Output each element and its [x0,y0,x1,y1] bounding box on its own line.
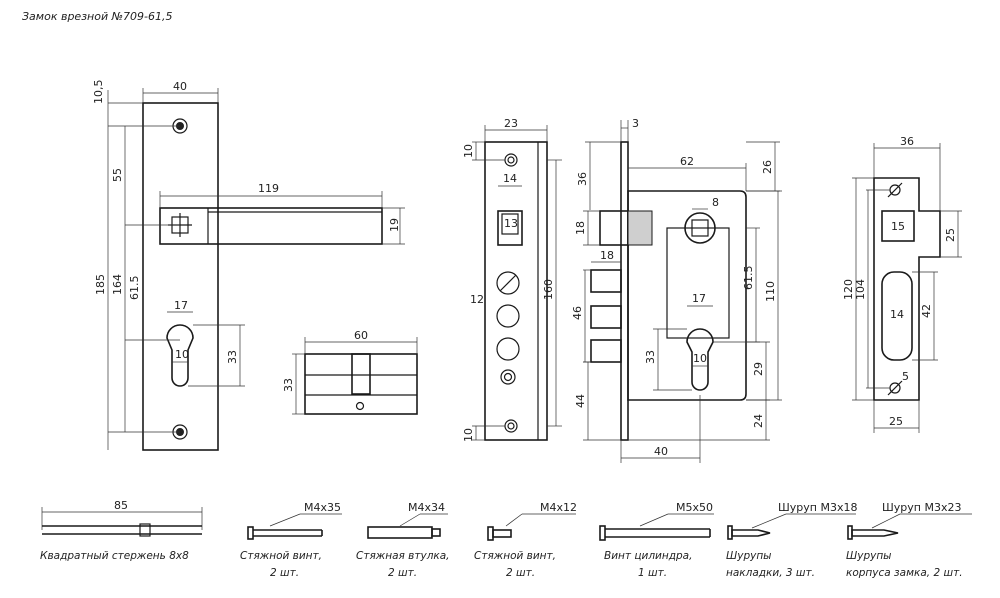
dim-faceplate-10-top: 10 [462,144,475,158]
dim-handle-185: 185 [94,274,107,295]
dim-strike-25-side: 25 [944,228,957,242]
dim-handle-40: 40 [173,80,187,93]
dim-faceplate-10-bottom: 10 [462,428,475,442]
dim-handle-10: 10 [175,348,189,361]
dim-strike-120: 120 [842,279,855,300]
part-spec-tie-screw-long: M4x35 [304,501,341,514]
dim-strike-14: 14 [890,308,904,321]
part-tie-screw-short: M4x12 Стяжной винт, 2 шт. [474,501,577,579]
dim-strike-42: 42 [920,304,933,318]
part-label-cylinder-screw-1: Винт цилиндра, [604,550,692,562]
part-spec-cylinder-screw: M5x50 [676,501,713,514]
dim-body-8: 8 [712,196,719,209]
dim-body-33: 33 [644,350,657,364]
part-label-tie-screw-long-1: Стяжной винт, [240,550,322,562]
part-spec-wood-screw-long: Шуруп M3x23 [882,501,961,514]
dim-handle-19: 19 [388,218,401,232]
dim-handle-119: 119 [258,182,279,195]
part-wood-screw-long: Шуруп M3x23 Шурупы корпуса замка, 2 шт. [846,501,972,579]
dim-faceplate-14: 14 [503,172,517,185]
dim-faceplate-12: 12 [470,293,484,306]
part-label-tie-screw-short-1: Стяжной винт, [474,550,556,562]
part-label-cylinder-screw-2: 1 шт. [638,567,667,579]
dim-body-18-latch: 18 [574,221,587,235]
part-tie-bushing: M4x34 Стяжная втулка, 2 шт. [356,501,450,579]
part-square-rod: 85 Квадратный стержень 8x8 [40,499,203,562]
part-spec-tie-bushing: M4x34 [408,501,445,514]
dim-strike-25-bottom: 25 [889,415,903,428]
dim-body-40: 40 [654,445,668,458]
faceplate-view: 23 10 14 13 12 160 10 [462,117,562,442]
handle-plate-view: 40 10,5 185 164 55 61.5 61.5 119 19 17 1… [92,80,405,451]
part-tie-screw-long: M4x35 Стяжной винт, 2 шт. [240,501,342,579]
dim-body-36: 36 [576,172,589,186]
dim-body-110: 110 [764,281,777,302]
part-label-rod: Квадратный стержень 8x8 [40,550,189,562]
part-label-tie-bushing-1: Стяжная втулка, [356,550,450,562]
dim-body-24: 24 [752,414,765,428]
dim-handle-61-5-label: 61.5 [128,276,141,301]
part-spec-rod: 85 [114,499,128,512]
dim-faceplate-160: 160 [542,279,555,300]
dim-body-29: 29 [752,362,765,376]
dim-body-17: 17 [692,292,706,305]
dim-body-18-bolt: 18 [600,249,614,262]
dim-cylinder-33: 33 [282,378,295,392]
dim-faceplate-23: 23 [504,117,518,130]
dim-handle-33: 33 [226,350,239,364]
part-spec-tie-screw-short: M4x12 [540,501,577,514]
dim-body-46: 46 [571,306,584,320]
dim-strike-15: 15 [891,220,905,233]
dim-body-26: 26 [761,160,774,174]
dim-handle-55: 55 [111,168,124,182]
part-label-wood-screw-short-2: накладки, 3 шт. [726,567,815,579]
dim-body-62: 62 [680,155,694,168]
part-spec-wood-screw-short: Шуруп M3x18 [778,501,857,514]
dim-body-61-5: 61.5 [742,266,755,291]
dim-handle-10-5: 10,5 [92,80,105,105]
dim-strike-36: 36 [900,135,914,148]
part-label-tie-screw-long-2: 2 шт. [270,567,299,579]
dim-handle-17: 17 [174,299,188,312]
part-label-wood-screw-long-1: Шурупы [846,550,891,562]
dim-handle-164: 164 [111,274,124,295]
lock-body-view: 3 36 62 26 8 18 18 61.5 110 46 17 [571,117,782,463]
dim-strike-5: 5 [902,370,909,383]
dim-faceplate-13: 13 [504,217,518,230]
part-wood-screw-short: Шуруп M3x18 Шурупы накладки, 3 шт. [726,501,857,579]
part-label-tie-bushing-2: 2 шт. [388,567,417,579]
part-cylinder-screw: M5x50 Винт цилиндра, 1 шт. [599,501,714,579]
strike-plate-view: 36 15 25 120 104 14 42 5 25 [842,135,962,433]
dim-cylinder-60: 60 [354,329,368,342]
dim-strike-104: 104 [854,279,867,300]
part-label-wood-screw-long-2: корпуса замка, 2 шт. [846,567,963,579]
cylinder-view: 60 33 [282,329,418,415]
drawing-title: Замок врезной №709-61,5 [22,10,173,23]
part-label-wood-screw-short-1: Шурупы [726,550,771,562]
dim-body-10: 10 [693,352,707,365]
dim-body-3: 3 [632,117,639,130]
dim-body-44: 44 [574,394,587,408]
part-label-tie-screw-short-2: 2 шт. [506,567,535,579]
